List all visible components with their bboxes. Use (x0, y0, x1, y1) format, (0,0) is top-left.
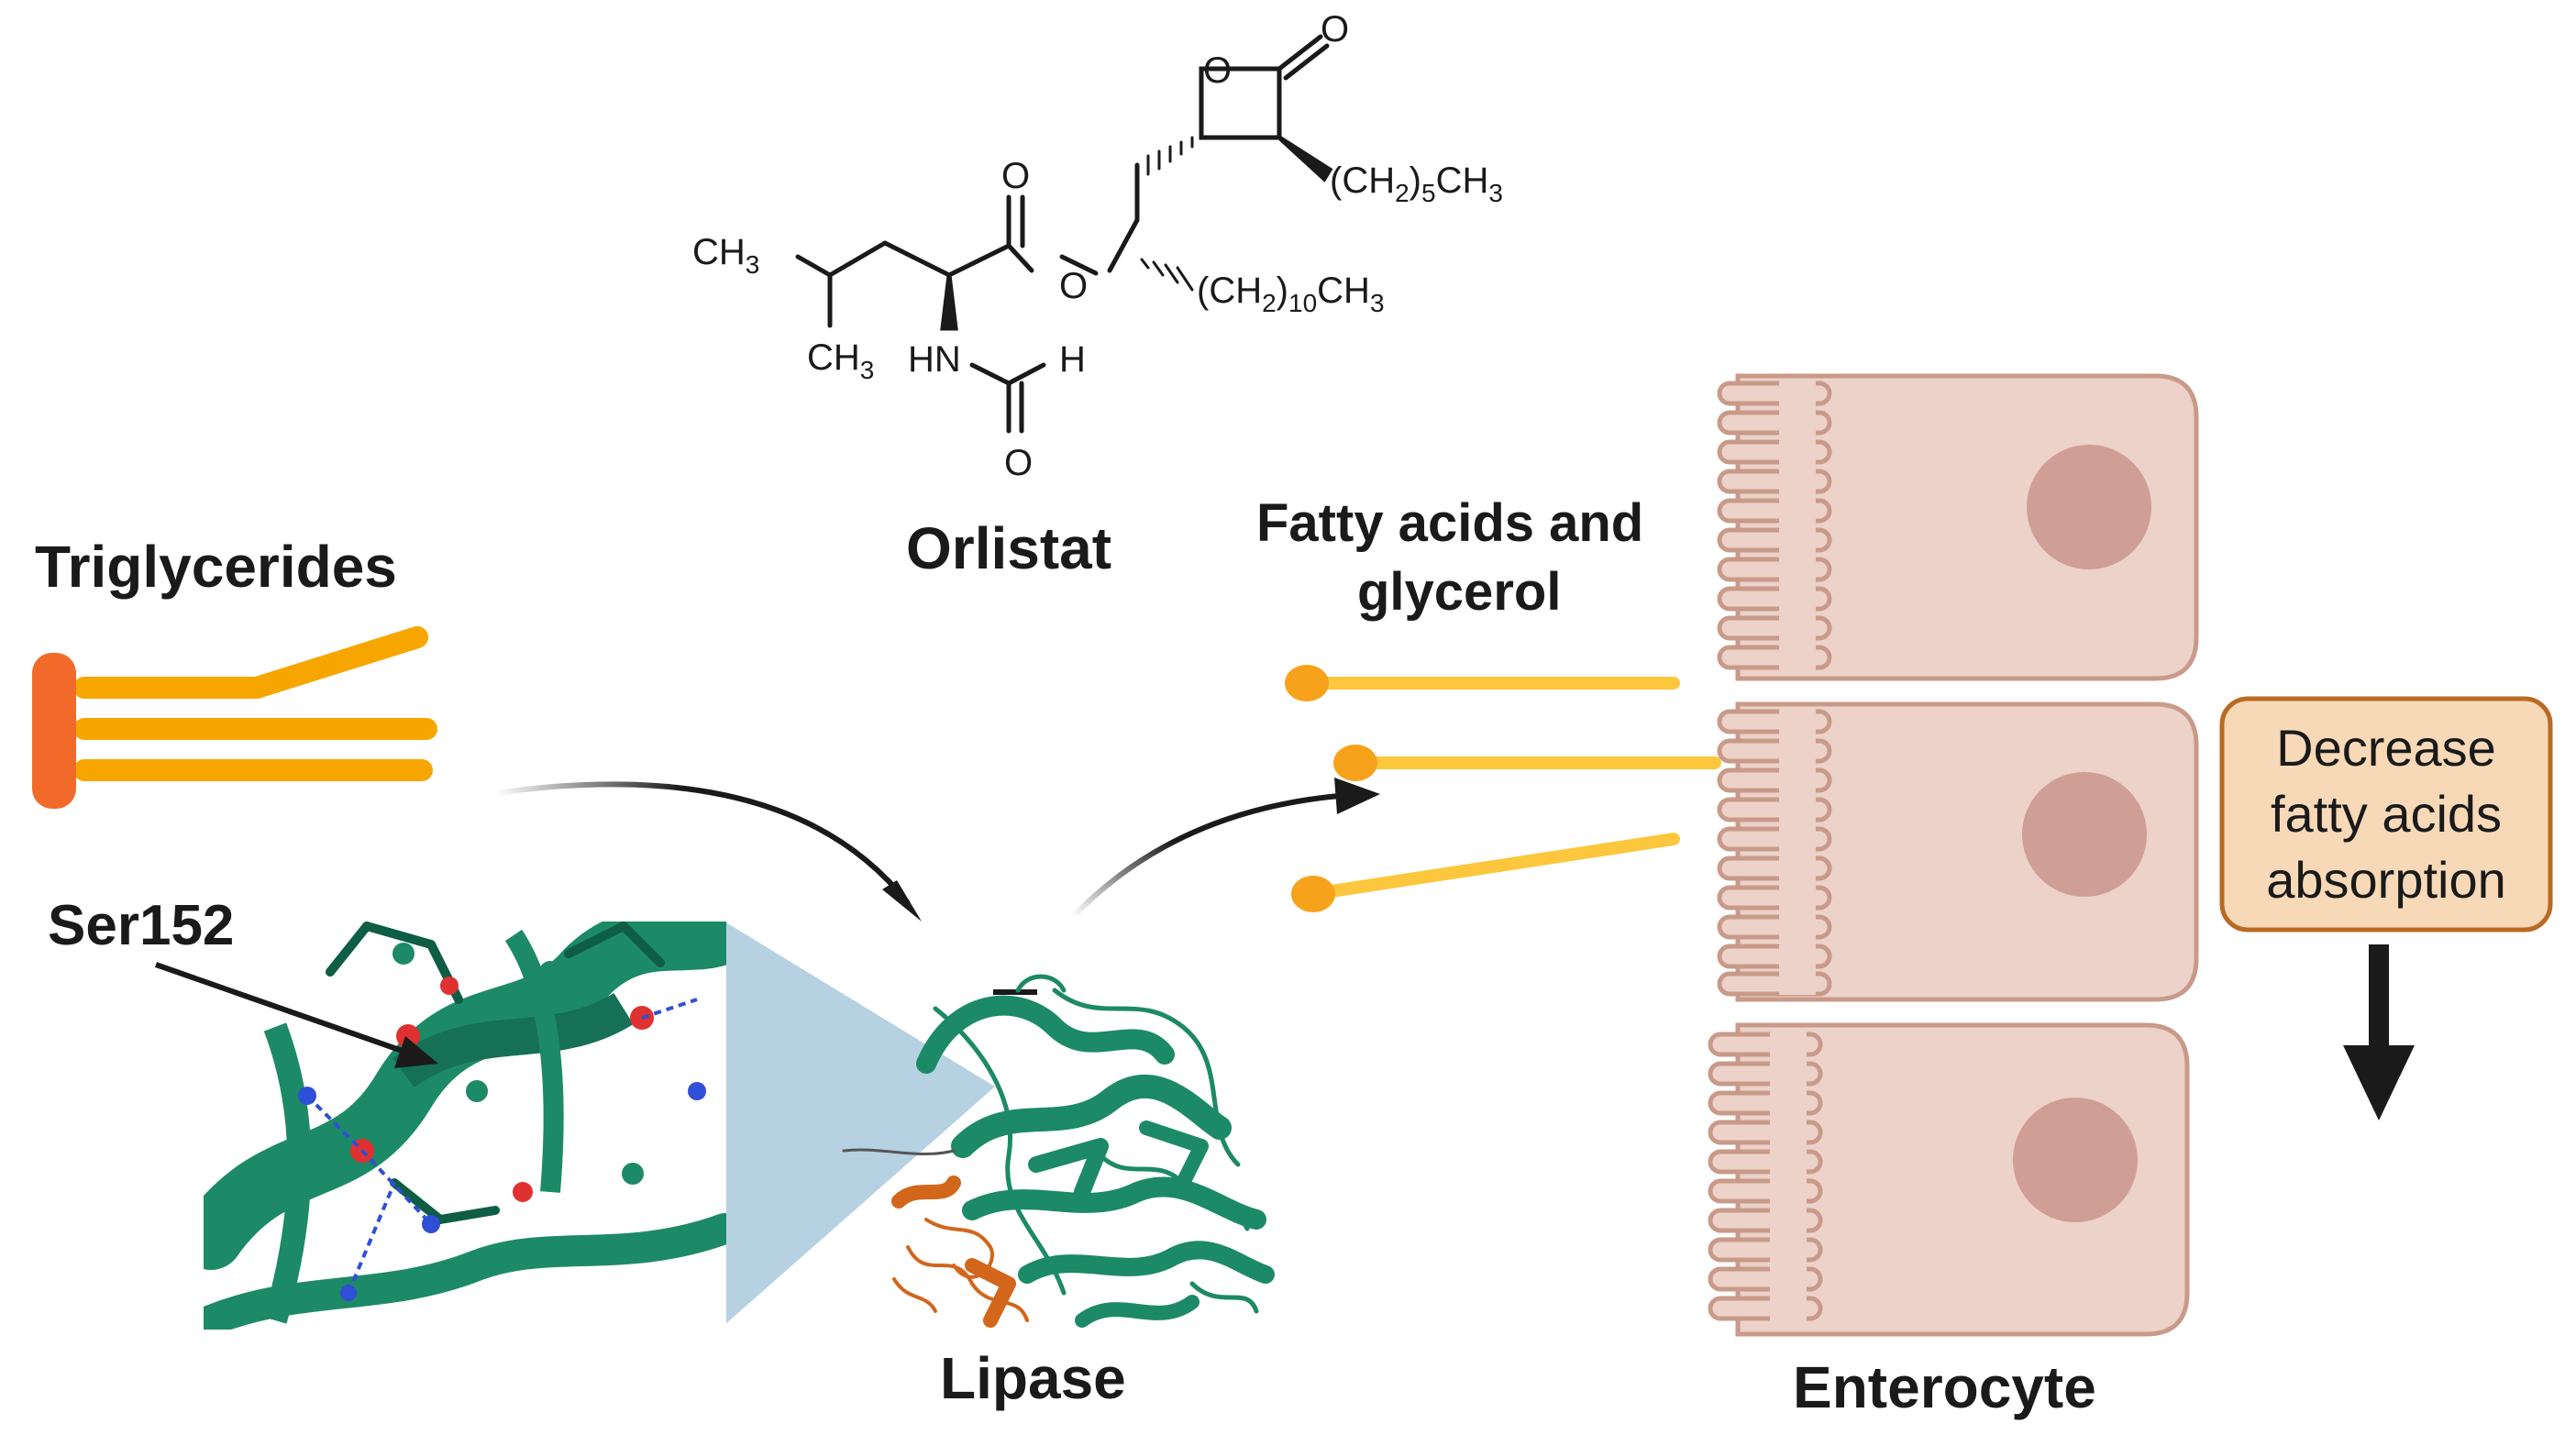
wedge-bond-hexyl (1277, 135, 1333, 182)
fatty-acids-label-line2: glycerol (1357, 562, 1561, 622)
lactone-ring-oxygen: O (1203, 50, 1232, 91)
enterocyte-cell-1 (1717, 373, 2199, 681)
enterocyte-cells (1708, 373, 2199, 1337)
inhibition-line (993, 624, 1037, 995)
enterocyte-label: Enterocyte (1793, 1354, 2096, 1420)
fatty-acids-label-line1: Fatty acids and (1256, 493, 1643, 553)
methyl-bottom: CH3 (807, 337, 874, 384)
amine-nh: HN (908, 339, 961, 380)
effect-box-line2: fatty acids (2271, 785, 2502, 843)
lactone-carbonyl-bond (1277, 34, 1323, 72)
effect-box-line3: absorption (2266, 851, 2506, 909)
ser152-pointer-line (155, 962, 414, 1057)
undecyl-chain-label: (CH2)10CH3 (1197, 270, 1385, 317)
triglyceride-molecule (32, 626, 437, 809)
triglycerides-label: Triglycerides (35, 534, 397, 600)
ester-carbonyl-oxygen: O (1001, 156, 1030, 196)
zoom-cone (724, 922, 995, 1325)
enterocyte-cell-3 (1708, 1022, 2190, 1337)
nucleus-3 (2013, 1098, 2138, 1222)
ser152-label: Ser152 (48, 894, 234, 957)
ester-oxygen: O (1059, 266, 1088, 306)
decrease-arrow (2343, 944, 2415, 1120)
lipase-label: Lipase (940, 1345, 1126, 1411)
fatty-acid-3-head (1291, 876, 1335, 912)
orlistat-atom-labels: O O O O O H HN CH3 CH3 (CH2)5CH3 (CH2)10… (692, 9, 1503, 483)
formyl-hydrogen: H (1059, 339, 1086, 380)
lipase-protein (842, 974, 1275, 1328)
orlistat-structure (795, 34, 1333, 434)
arrowhead-to-lipase (882, 880, 922, 922)
active-site-inset (204, 922, 995, 1330)
methyl-top: CH3 (692, 232, 759, 279)
triglyceride-to-lipase-arrow (494, 781, 911, 905)
fatty-acid-molecules (1285, 665, 1721, 912)
nucleus-1 (2027, 445, 2151, 569)
nucleus-2 (2022, 772, 2147, 897)
effect-box-background (2219, 696, 2553, 933)
hashed-bond-undecyl (1140, 258, 1194, 292)
fatty-acid-2-head (1333, 745, 1377, 781)
hexyl-chain-label: (CH2)5CH3 (1330, 160, 1503, 207)
ser152-pointer-arrowhead (394, 1036, 438, 1068)
enterocyte-cell-2 (1717, 701, 2199, 1002)
lipase-to-fatty-acids-arrow (1070, 793, 1340, 920)
lactone-carbonyl-oxygen: O (1321, 9, 1349, 50)
glycerol-backbone (32, 653, 76, 809)
effect-box-line1: Decrease (2276, 719, 2496, 777)
formyl-oxygen: O (1004, 443, 1033, 483)
effect-box: Decrease fatty acids absorption (2219, 696, 2553, 933)
arrowhead-to-fatty-acids (1334, 778, 1380, 814)
wedge-bond-nh (940, 274, 958, 331)
hashed-bond-ring (1146, 136, 1194, 176)
fatty-acid-3 (1307, 833, 1680, 900)
fatty-acid-1-head (1285, 665, 1329, 701)
orlistat-label: Orlistat (906, 515, 1111, 581)
